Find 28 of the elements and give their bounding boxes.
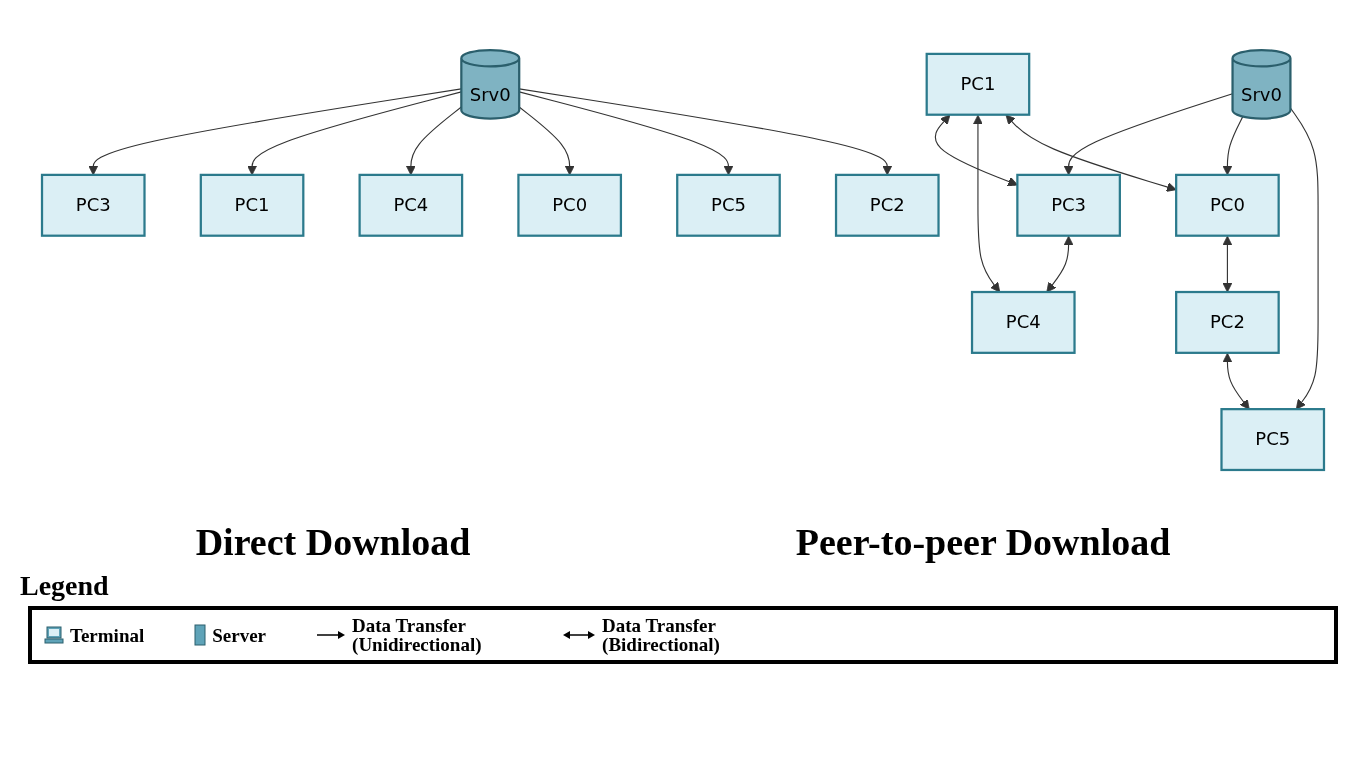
legend-text: Data Transfer (Bidirectional) xyxy=(602,616,721,654)
server-node: Srv0 xyxy=(1231,48,1292,120)
computer-node: PC5 xyxy=(1220,408,1326,472)
server-node: Srv0 xyxy=(460,48,521,120)
computer-node: PC2 xyxy=(1175,290,1280,354)
panel-title: Direct Download xyxy=(195,520,471,564)
panel-title: Peer-to-peer Download xyxy=(795,520,1171,564)
arrow xyxy=(1289,107,1319,410)
computer-node: PC4 xyxy=(970,290,1076,354)
arrow xyxy=(1222,352,1250,410)
arrow xyxy=(973,114,1001,293)
legend-text: Data Transfer (Unidirectional) xyxy=(352,616,483,654)
legend-text: Terminal xyxy=(70,625,145,645)
computer-node: PC0 xyxy=(1175,173,1280,237)
computer-node: PC0 xyxy=(517,173,623,237)
computer-node: PC1 xyxy=(199,173,305,237)
computer-node: PC2 xyxy=(834,173,940,237)
computer-node: PC5 xyxy=(676,173,781,237)
legend-text: Server xyxy=(212,625,267,645)
legend-heading: Legend xyxy=(20,570,109,602)
computer-node: PC3 xyxy=(40,173,146,237)
arrow xyxy=(1046,235,1074,293)
arrow xyxy=(1222,235,1233,293)
computer-node: PC1 xyxy=(925,52,1031,116)
arrow xyxy=(1005,114,1177,192)
computer-node: PC4 xyxy=(358,173,464,237)
arrow xyxy=(934,114,1018,187)
computer-node: PC3 xyxy=(1016,173,1121,237)
